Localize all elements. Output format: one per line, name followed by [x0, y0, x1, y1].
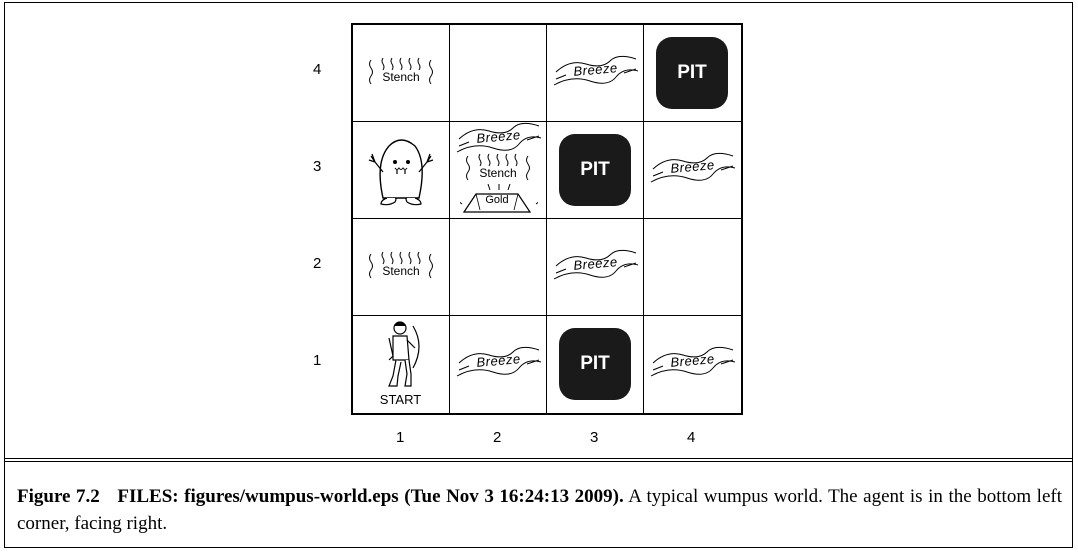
cell-1-1: START	[353, 316, 450, 413]
breeze-marker: Breeze	[550, 249, 641, 285]
stench-marker: Stench	[365, 250, 437, 284]
start-label: START	[379, 392, 422, 407]
pit-label: PIT	[580, 353, 610, 374]
stench-label: Stench	[382, 264, 420, 278]
breeze-waves-icon	[650, 152, 736, 183]
cell-1-4: Stench	[353, 25, 450, 122]
wumpus-grid: Stench Breeze PIT	[351, 23, 743, 415]
pit-label: PIT	[580, 159, 610, 180]
caption-divider	[5, 458, 1072, 462]
pit-label: PIT	[677, 62, 707, 83]
figure-frame: 4 3 2 1 1 2 3 4	[4, 2, 1073, 548]
breeze-marker: Breeze	[550, 55, 641, 91]
breeze-marker: Breeze	[453, 346, 544, 382]
col-label-4: 4	[687, 429, 696, 446]
col-label-2: 2	[493, 429, 502, 446]
cell-2-2	[450, 219, 547, 316]
stench-marker: Stench	[365, 56, 437, 90]
cell-3-4: Breeze	[547, 25, 644, 122]
cell-4-3: Breeze	[644, 122, 741, 219]
figure-label: Figure 7.2	[17, 486, 100, 507]
cell-4-4: PIT	[644, 25, 741, 122]
agent-icon	[388, 321, 420, 387]
stench-label: Stench	[479, 166, 517, 180]
cell-1-2: Stench	[353, 219, 450, 316]
col-label-1: 1	[396, 429, 405, 446]
gold-icon	[460, 183, 538, 213]
figure-caption: Figure 7.2 FILES: figures/wumpus-world.e…	[17, 483, 1062, 537]
row-label-2: 2	[313, 255, 322, 272]
breeze-marker: Breeze	[453, 122, 544, 158]
cell-2-1: Breeze	[450, 316, 547, 413]
pit: PIT	[559, 328, 631, 400]
cell-3-1: PIT	[547, 316, 644, 413]
stench-waves-icon	[369, 57, 433, 85]
breeze-waves-icon	[456, 122, 542, 153]
stench-label: Stench	[382, 70, 420, 84]
pit: PIT	[656, 37, 728, 109]
caption-body: A typical wumpus world. The agent is in …	[17, 486, 1063, 534]
breeze-marker: Breeze	[647, 152, 738, 188]
breeze-waves-icon	[553, 249, 639, 280]
breeze-waves-icon	[456, 346, 542, 377]
wumpus-icon	[368, 139, 434, 206]
col-label-3: 3	[590, 429, 599, 446]
breeze-marker: Breeze	[647, 346, 738, 382]
cell-4-2	[644, 219, 741, 316]
stench-waves-icon	[369, 251, 433, 279]
cell-1-3	[353, 122, 450, 219]
files-reference: FILES: figures/wumpus-world.eps (Tue Nov…	[117, 486, 624, 507]
cell-2-3: Breeze Stench	[450, 122, 547, 219]
breeze-waves-icon	[650, 346, 736, 377]
stench-marker: Stench	[462, 152, 534, 186]
row-label-3: 3	[313, 158, 322, 175]
stench-waves-icon	[466, 153, 530, 181]
cell-2-4	[450, 25, 547, 122]
wumpus-world-figure: 4 3 2 1 1 2 3 4	[5, 3, 1072, 458]
cell-3-2: Breeze	[547, 219, 644, 316]
cell-3-3: PIT	[547, 122, 644, 219]
breeze-waves-icon	[553, 55, 639, 86]
row-label-4: 4	[313, 61, 322, 78]
cell-4-1: Breeze	[644, 316, 741, 413]
pit: PIT	[559, 134, 631, 206]
gold-bar: Gold	[460, 182, 538, 214]
gold-label: Gold	[485, 194, 509, 206]
row-label-1: 1	[313, 352, 322, 369]
